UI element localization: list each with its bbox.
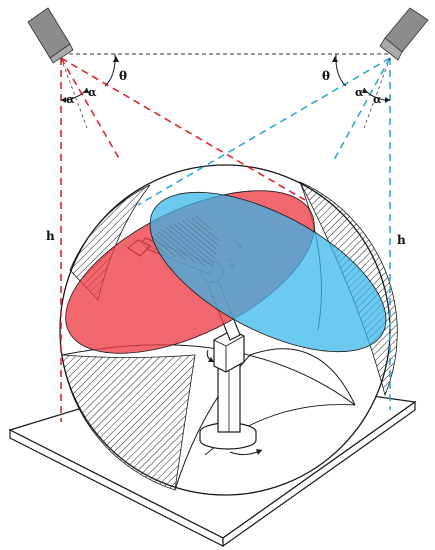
theta-left-label: θ	[119, 69, 127, 83]
right-camera	[137, 7, 429, 410]
alpha-right-inner-label: α	[355, 86, 364, 99]
height-left-label: h	[46, 229, 55, 243]
alpha-right-outer-label: α	[373, 93, 382, 106]
fov-regions	[65, 190, 387, 354]
height-right-label: h	[397, 233, 406, 247]
left-camera	[27, 7, 306, 422]
theta-right-label: θ	[322, 69, 330, 83]
alpha-left-outer-label: α	[66, 93, 75, 106]
alpha-left-inner-label: α	[88, 86, 97, 99]
